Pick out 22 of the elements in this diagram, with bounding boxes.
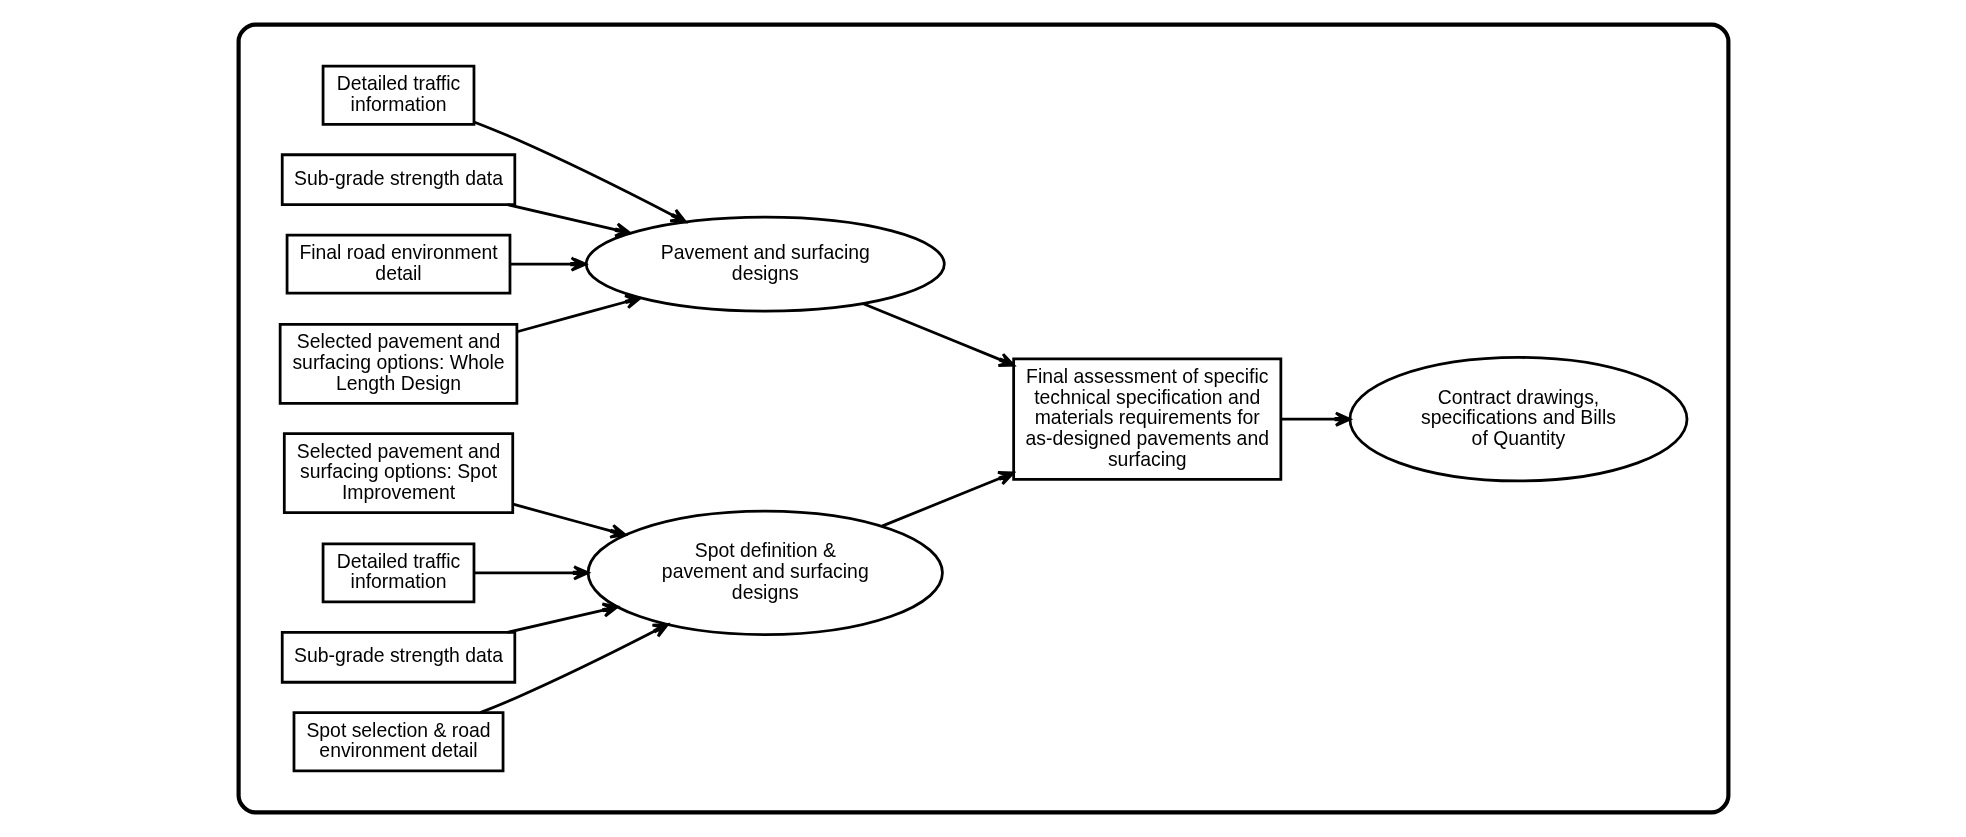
node-box: Detailed traffic information [321, 64, 475, 126]
cluster [236, 22, 1730, 815]
arrow [862, 302, 1015, 368]
arrow [473, 120, 687, 224]
arrow [479, 623, 669, 714]
node-box: Selected pavement and surfacing options: Spot Improvement [282, 432, 514, 515]
node-box: Selected pavement and surfacing options: Whole Length Design [278, 322, 518, 405]
node-box: Spot selection & road environment detail [292, 711, 504, 773]
node-box: Sub-grade strength data [280, 153, 516, 206]
node-box: Detailed traffic information [321, 542, 475, 604]
node-box: Final assessment of specific technical specification and materials requirements for as-designed pavements and surfacing [1011, 357, 1282, 481]
arrow [506, 602, 619, 634]
node-box: Sub-grade strength data [280, 631, 516, 684]
arrow [880, 471, 1015, 528]
arrow [509, 256, 587, 272]
arrow [512, 502, 627, 539]
arrow [516, 294, 641, 334]
node-box: Final road environment detail [285, 233, 511, 295]
arrow [1280, 411, 1351, 427]
arrow [506, 203, 631, 238]
arrow [473, 565, 589, 581]
node-ellipse: Contract drawings, specifications and Bills of Quantity [1348, 356, 1688, 483]
